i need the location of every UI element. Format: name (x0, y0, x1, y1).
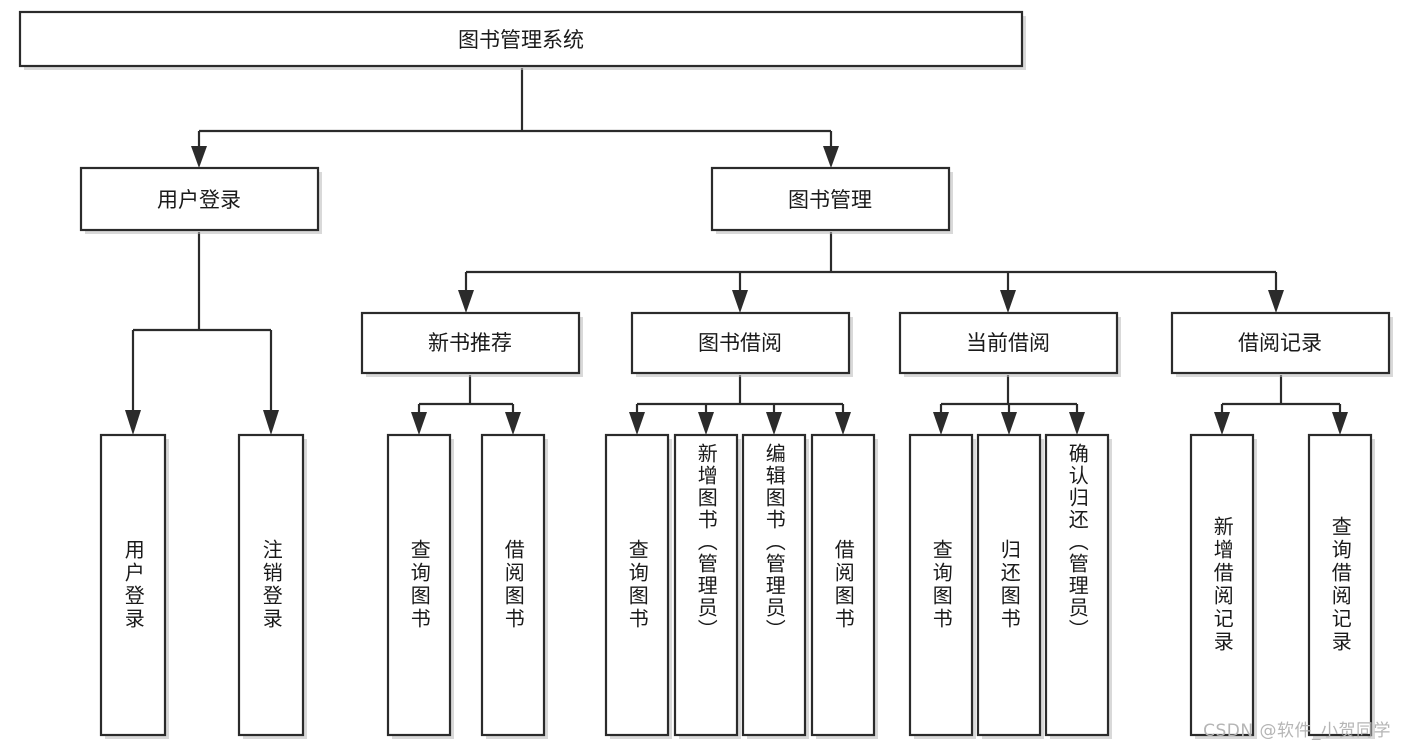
arrow-to-borrow-record (1268, 290, 1284, 313)
arrow-to-leaf-edit-book (766, 412, 782, 435)
leaf-borrow-book-2-box[interactable] (810, 433, 876, 737)
arrow-to-book-management (823, 146, 839, 168)
node-current-borrow[interactable]: 当前借阅 (898, 311, 1121, 377)
leaf-boxes-group (99, 433, 1375, 739)
node-book-management-label: 图书管理 (788, 188, 872, 212)
node-current-borrow-box[interactable] (898, 311, 1119, 375)
connector-group-user-login (125, 232, 279, 435)
node-borrow-record[interactable]: 借阅记录 (1170, 311, 1393, 377)
node-user-login[interactable]: 用户登录 (79, 166, 322, 234)
leaf-confirm-return-box[interactable] (1044, 433, 1110, 737)
arrow-to-leaf-user-login (125, 410, 141, 435)
node-borrow-record-label: 借阅记录 (1238, 331, 1322, 355)
node-root-box[interactable] (18, 10, 1024, 68)
node-current-borrow-label: 当前借阅 (966, 331, 1050, 355)
arrow-to-current-borrow (1000, 290, 1016, 313)
node-root-label: 图书管理系统 (458, 28, 584, 52)
arrow-to-leaf-return-book (1001, 412, 1017, 435)
leaf-user-login-box[interactable] (99, 433, 167, 737)
connector-group-current-borrow (933, 375, 1085, 435)
connector-group-root (191, 68, 839, 168)
leaf-return-book-box[interactable] (976, 433, 1042, 737)
arrow-to-leaf-add-book (698, 412, 714, 435)
node-borrow-record-box[interactable] (1170, 311, 1391, 375)
arrow-to-leaf-user-logout (263, 410, 279, 435)
leaf-user-logout-box[interactable] (237, 433, 305, 737)
arrow-to-leaf-add-record (1214, 412, 1230, 435)
leaf-edit-book-box[interactable] (741, 433, 807, 737)
node-user-login-label: 用户登录 (157, 188, 241, 212)
node-root[interactable]: 图书管理系统 (18, 10, 1026, 70)
arrow-to-leaf-borrow-book-2 (835, 412, 851, 435)
arrow-to-user-login (191, 146, 207, 168)
leaf-query-book-1-box[interactable] (386, 433, 452, 737)
arrow-to-leaf-borrow-book-1 (505, 412, 521, 435)
leaf-add-book-box[interactable] (673, 433, 739, 737)
node-book-borrow-label: 图书借阅 (698, 331, 782, 355)
node-book-borrow-box[interactable] (630, 311, 851, 375)
node-book-management-box[interactable] (710, 166, 951, 232)
arrow-to-leaf-query-book-1 (411, 412, 427, 435)
leaf-query-record-box[interactable] (1307, 433, 1373, 737)
arrow-to-leaf-query-book-3 (933, 412, 949, 435)
node-book-management[interactable]: 图书管理 (710, 166, 953, 234)
leaf-add-record-box[interactable] (1189, 433, 1255, 737)
connector-group-borrow-record (1214, 375, 1348, 435)
node-user-login-box[interactable] (79, 166, 320, 232)
arrow-to-new-book-recommend (458, 290, 474, 313)
arrow-to-leaf-confirm-return (1069, 412, 1085, 435)
node-book-borrow[interactable]: 图书借阅 (630, 311, 853, 377)
node-new-book-recommend-label: 新书推荐 (428, 331, 512, 355)
arrow-to-leaf-query-record (1332, 412, 1348, 435)
node-new-book-recommend[interactable]: 新书推荐 (360, 311, 583, 377)
csdn-watermark: CSDN @软件_小贺同学 (1203, 721, 1391, 741)
connector-group-book-management (458, 232, 1284, 313)
leaf-query-book-3-box[interactable] (908, 433, 974, 737)
node-new-book-recommend-box[interactable] (360, 311, 581, 375)
connector-group-book-borrow (629, 375, 851, 435)
leaf-query-book-2-box[interactable] (604, 433, 670, 737)
arrow-to-leaf-query-book-2 (629, 412, 645, 435)
arrow-to-book-borrow (732, 290, 748, 313)
connector-group-new-book-recommend (411, 375, 521, 435)
leaf-borrow-book-1-box[interactable] (480, 433, 546, 737)
